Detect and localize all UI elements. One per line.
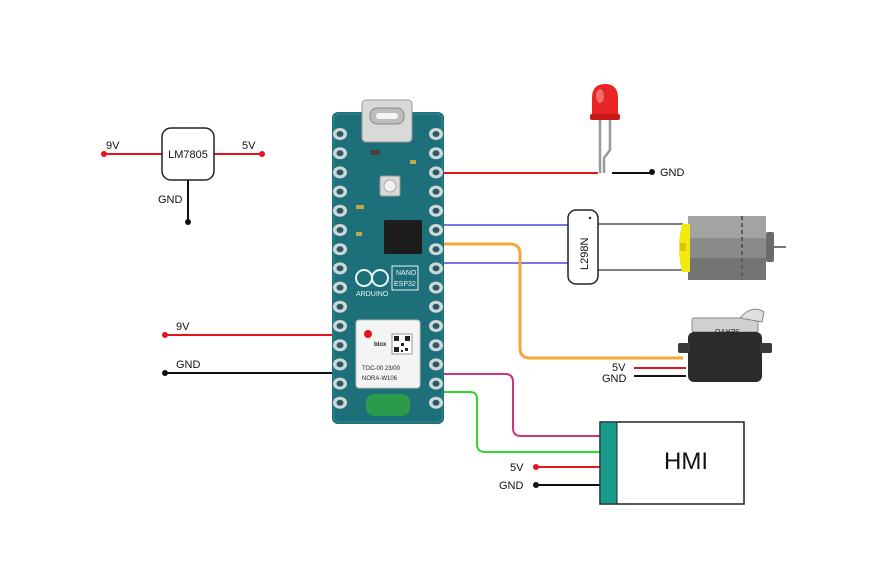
hmi-rx-wire — [438, 391, 600, 453]
mcu-chip — [384, 220, 422, 254]
left-pin-hole — [336, 303, 344, 310]
right-pin-hole — [432, 399, 440, 406]
lm7805-regulator: LM7805 — [161, 127, 215, 181]
right-pin-hole — [432, 169, 440, 176]
left-pin-hole — [336, 361, 344, 368]
left-pin-hole — [336, 284, 344, 291]
led-gnd-dot — [649, 169, 655, 175]
hmi-name: HMI — [664, 448, 708, 475]
right-pin-hole — [432, 265, 440, 272]
left-pin-hole — [336, 207, 344, 214]
right-pin-hole — [432, 188, 440, 195]
arduino-logo — [355, 269, 389, 287]
board-model-line2: ESP32 — [394, 281, 416, 288]
left-pin-hole — [336, 227, 344, 233]
left-pin-hole — [336, 246, 344, 253]
regulator-out-label: 5V — [242, 140, 256, 152]
vin-label: 9V — [176, 321, 190, 333]
arduino-nano-esp32: ARDUINO NANO ESP32 blox TOC-00 23/00 NOR… — [332, 99, 444, 424]
module-line2: NORA-W106 — [362, 376, 398, 382]
right-pin-hole — [432, 227, 440, 233]
left-pin-hole — [336, 150, 344, 157]
regulator-gnd-label: GND — [158, 194, 183, 206]
regulator-name: LM7805 — [168, 149, 208, 161]
regulator-output-dot — [259, 151, 265, 157]
gnd-in-label: GND — [176, 359, 201, 371]
left-pin-hole — [336, 169, 344, 176]
hmi-display: HMI — [599, 421, 745, 505]
hmi-tx-wire — [438, 373, 600, 437]
board-brand: ARDUINO — [356, 291, 389, 298]
regulator-input-dot — [101, 151, 107, 157]
board-model-line1: NANO — [396, 270, 417, 277]
right-pin-hole — [432, 380, 440, 387]
servo-motor: SERVO — [678, 308, 772, 382]
regulator-in-label: 9V — [106, 140, 120, 152]
module-brand: blox — [374, 342, 387, 348]
servo-gnd-label: GND — [602, 373, 627, 385]
left-pin-hole — [336, 342, 344, 349]
dc-motor — [679, 216, 786, 280]
hmi-header — [599, 421, 618, 505]
vin-dot — [162, 332, 168, 338]
gnd-in-dot — [162, 370, 168, 376]
right-pin-hole — [432, 361, 440, 368]
right-pin-hole — [432, 303, 440, 310]
right-pin-hole — [432, 284, 440, 291]
left-pin-hole — [336, 380, 344, 387]
regulator-wires — [101, 151, 265, 225]
hmi-gnd-dot — [533, 482, 539, 488]
red-led — [590, 84, 620, 173]
servo-brand: SERVO — [715, 327, 740, 336]
led-gnd-label: GND — [660, 167, 685, 179]
module-line1: TOC-00 23/00 — [362, 366, 401, 372]
regulator-gnd-dot — [185, 219, 191, 225]
left-pin-hole — [336, 188, 344, 195]
left-pin-hole — [336, 265, 344, 272]
right-pin-hole — [432, 342, 440, 349]
right-pin-hole — [432, 246, 440, 253]
hmi-power-dot — [533, 464, 539, 470]
hmi-gnd-label: GND — [499, 480, 524, 492]
left-pin-hole — [336, 399, 344, 406]
hmi-power-label: 5V — [510, 462, 524, 474]
board-pins — [333, 128, 443, 409]
driver-name: L298N — [579, 238, 591, 270]
right-pin-hole — [432, 207, 440, 214]
l298n-driver: L298N — [567, 209, 599, 285]
left-pin-hole — [336, 323, 344, 329]
right-pin-hole — [432, 323, 440, 329]
right-pin-hole — [432, 150, 440, 157]
antenna-area — [366, 394, 410, 416]
left-pin-hole — [336, 131, 344, 137]
right-pin-hole — [432, 131, 440, 137]
servo-power-label: 5V — [612, 362, 626, 374]
servo-signal-wire — [438, 242, 683, 360]
